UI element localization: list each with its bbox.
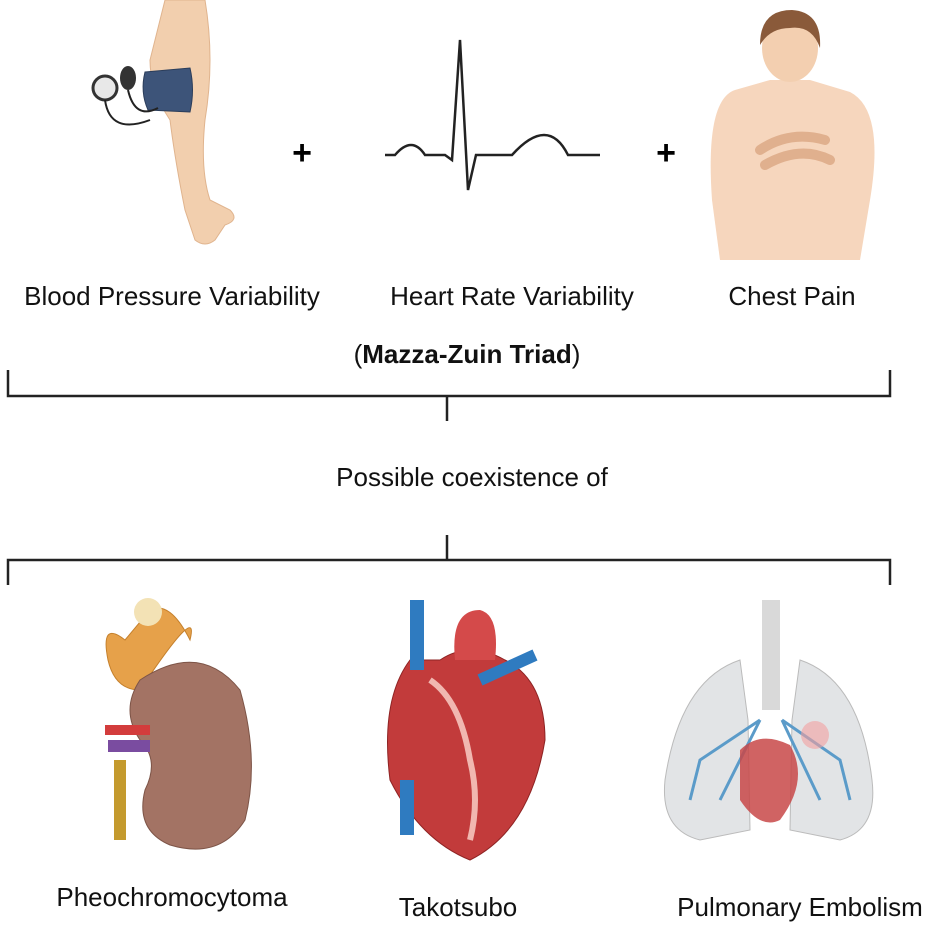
label-takotsubo: Takotsubo	[398, 892, 518, 922]
label-pulmonary-embolism: Pulmonary Embolism	[677, 892, 923, 922]
heart-icon	[387, 600, 546, 861]
person-chest-pain-icon	[710, 10, 875, 260]
plus-sign-2: +	[656, 134, 676, 172]
ecg-waveform-icon	[385, 39, 600, 191]
label-heart-rate-variability: Heart Rate Variability	[390, 281, 634, 311]
coexistence-text: Possible coexistence of	[336, 462, 608, 492]
adrenal-kidney-icon	[105, 598, 252, 850]
triad-name: Mazza-Zuin Triad	[362, 339, 572, 369]
label-chest-pain: Chest Pain	[728, 281, 856, 311]
triad-bracket	[6, 370, 892, 421]
lungs-heart-icon	[663, 600, 874, 841]
paren-close: )	[571, 339, 581, 369]
blood-pressure-cuff-arm-icon	[91, 0, 235, 245]
label-pheochromocytoma: Pheochromocytoma	[56, 882, 288, 912]
label-blood-pressure-variability: Blood Pressure Variability	[24, 281, 320, 311]
triad-title: (Mazza-Zuin Triad)	[354, 339, 581, 370]
plus-sign-1: +	[292, 134, 312, 172]
coexistence-bracket	[6, 535, 892, 585]
paren-open: (	[353, 339, 363, 369]
